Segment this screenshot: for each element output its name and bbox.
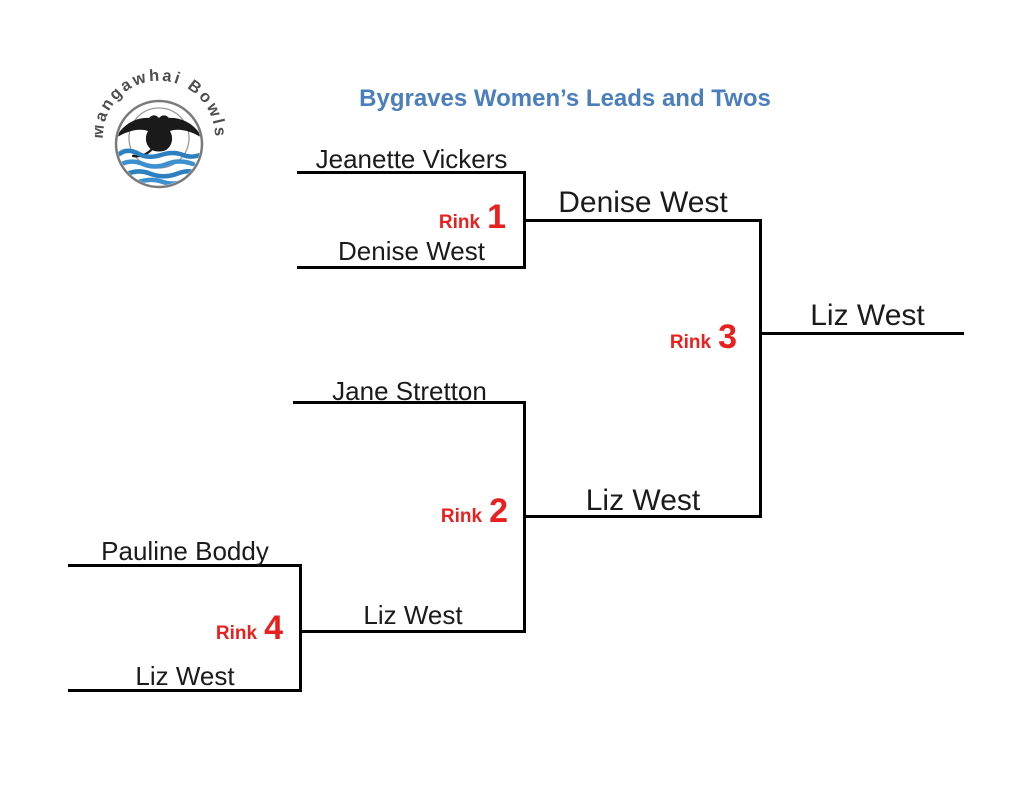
bracket-line-match2-top [293,401,526,404]
bracket-line-match2-winner [523,515,762,518]
rink-word: Rink [438,212,481,233]
rink-label-4: Rink 4 [205,611,283,645]
bracket-line-match4-join [299,564,302,692]
rink-word: Rink [215,623,258,644]
rink-number-4: 4 [264,609,283,647]
rink-number-2: 2 [489,492,508,530]
winner-name-match2: Liz West [585,484,701,517]
bracket-line-match1-bottom [297,266,526,269]
page-title: Bygraves Women’s Leads and Twos [359,85,771,112]
club-logo: Mangawhai Bowls [95,67,225,189]
bracket-line-match1-winner [523,219,762,222]
rink-number-3: 3 [718,318,737,356]
bracket-line-match4-bottom [68,689,302,692]
rink-number-1: 1 [487,198,506,236]
player-name-pauline-boddy: Pauline Boddy [101,536,269,566]
player-name-jeanette-vickers: Jeanette Vickers [315,144,508,174]
player-name-liz-west: Liz West [135,661,235,691]
rink-word: Rink [669,332,712,353]
champion-name: Liz West [810,299,925,332]
rink-word: Rink [440,506,483,527]
bracket-line-match4-top [68,564,302,567]
winner-name-match1: Denise West [558,186,728,219]
rink-label-2: Rink 2 [432,494,508,528]
player-name-denise-west: Denise West [338,236,485,266]
winner-name-match4: Liz West [363,600,463,630]
bracket-line-final-join [759,219,762,518]
bracket-line-match4-winner [299,630,526,633]
bracket-line-champion [759,332,964,335]
rink-label-1: Rink 1 [430,200,506,234]
bracket-line-match1-top [297,171,526,174]
player-name-jane-stretton: Jane Stretton [332,376,487,406]
rink-label-3: Rink 3 [655,320,737,354]
